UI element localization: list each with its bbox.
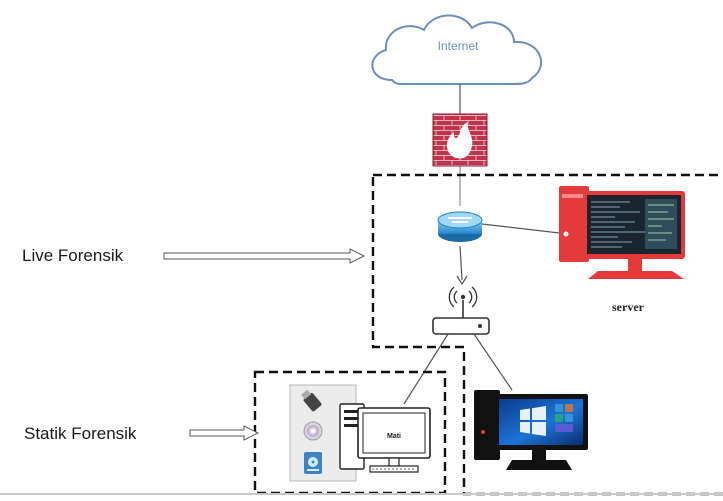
live-forensik-label: Live Forensik <box>22 246 124 265</box>
arrowhead-router-switch <box>456 275 468 286</box>
link-switch-monitor <box>403 333 449 405</box>
link-router-server <box>481 223 569 235</box>
server-computer-icon: server <box>559 186 685 314</box>
link-switch-desktop <box>473 333 513 391</box>
server-label: server <box>612 300 645 314</box>
internet-cloud: Internet <box>371 14 543 85</box>
offline-workstation-icon: Mati <box>339 403 431 473</box>
connection-lines <box>403 84 569 405</box>
statik-forensik-label: Statik Forensik <box>24 424 137 443</box>
optical-disc-icon <box>303 421 323 441</box>
offline-screen <box>362 412 426 454</box>
hard-drive-icon <box>304 452 322 474</box>
link-router-switch <box>459 245 463 281</box>
cloud-label: Internet <box>438 39 479 53</box>
live-forensik-arrow <box>163 248 366 264</box>
usb-drive-icon <box>301 389 322 412</box>
router-icon <box>437 211 483 242</box>
windows-desktop-icon <box>474 390 588 470</box>
bottom-divider <box>0 493 723 495</box>
statik-forensik-arrow <box>189 425 260 441</box>
firewall-icon <box>432 113 488 167</box>
switch-icon <box>432 286 490 335</box>
monitor-label: Mati <box>387 433 401 440</box>
